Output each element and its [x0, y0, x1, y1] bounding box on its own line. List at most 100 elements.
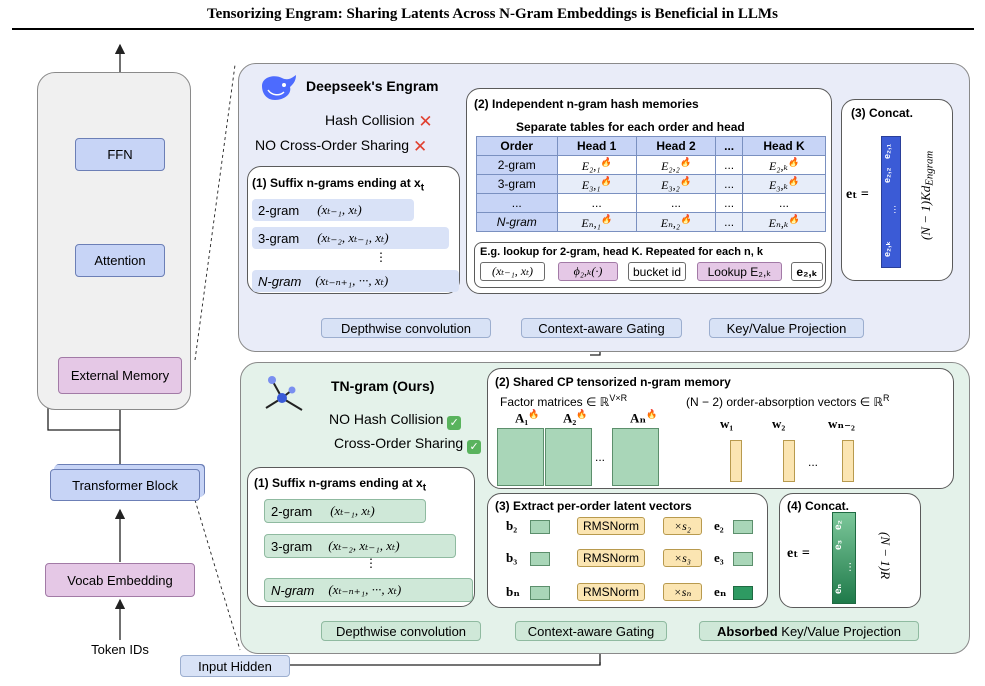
rmsnorm-block: RMSNorm	[577, 517, 645, 535]
vdots: ⋮	[375, 250, 387, 264]
cell-text: E₂,ₖ	[768, 158, 788, 173]
vector-cell: eₙ	[833, 583, 844, 595]
suffix-title-sub: t	[420, 182, 425, 194]
table-cell: ...	[742, 193, 826, 213]
engram-memories-title: (2) Independent n-gram hash memories	[474, 97, 699, 111]
whale-logo-icon	[262, 75, 296, 100]
wvec-label: w₂	[772, 416, 786, 431]
table-cell: E₂,₂🔥	[635, 155, 717, 175]
ngram-label: N-gram	[258, 273, 302, 289]
tngram-concat-title: (4) Concat.	[787, 499, 850, 513]
hash-collision-item: Hash Collision ✕	[325, 112, 433, 132]
cross-order-item: Cross-Order Sharing ✓	[334, 435, 482, 454]
flame-icon: 🔥	[576, 409, 588, 419]
wvec-ellipsis: ...	[808, 455, 819, 469]
cell-text: Eₙ,₁	[581, 215, 601, 230]
e-vector	[733, 520, 753, 534]
no-cross-order-item: NO Cross-Order Sharing ✕	[255, 137, 427, 157]
table-cell: E₃,ₖ🔥	[742, 174, 826, 194]
table-cell: Eₙ,₁🔥	[556, 212, 637, 232]
cross-icon: ✕	[418, 112, 433, 131]
flame-icon: 🔥	[787, 156, 800, 167]
scale-block: ×s₃	[663, 549, 702, 567]
ngram-label: N-gram	[271, 582, 315, 598]
vector-cell: e₂	[833, 520, 844, 531]
vector-cell: e₂,₂	[882, 167, 892, 183]
engram-depthwise-conv: Depthwise convolution	[321, 318, 491, 338]
factor-title-text: Factor matrices ∈ ℝ	[500, 395, 610, 409]
ngram-label: 3-gram	[258, 230, 300, 246]
tables-subtitle: Separate tables for each order and head	[516, 120, 745, 134]
factor-label: Aₙ🔥	[630, 409, 657, 426]
no-hash-item: NO Hash Collision ✓	[329, 411, 462, 430]
b-vector-label: b₃	[506, 550, 518, 565]
rmsnorm-block: RMSNorm	[577, 549, 645, 567]
cell-text: E₃,₂	[661, 177, 680, 192]
factor-matrix	[612, 428, 659, 486]
scale-block: ×s₂	[663, 517, 702, 535]
factor-matrix	[497, 428, 544, 486]
table-row: N-gram Eₙ,₁🔥 Eₙ,₂🔥 ... Eₙ,ₖ🔥	[476, 212, 826, 232]
suffix-title-text: Suffix n-grams ending at x	[270, 176, 421, 190]
kv-bold-text: Absorbed	[716, 623, 778, 639]
order-absorption-vector	[783, 440, 795, 482]
cell-text: Eₙ,ₖ	[768, 215, 789, 230]
table-row: ... ... ... ... ...	[476, 193, 826, 213]
e-vector	[733, 586, 753, 600]
cross-order-text: Cross-Order Sharing	[334, 435, 464, 451]
extract-title: (3) Extract per-order latent vectors	[495, 499, 692, 513]
tngram-suffix-title: (1) Suffix n-grams ending at xt	[254, 476, 426, 493]
ngram-expr: (xₜ₋ₙ₊₁, ···, xₜ)	[328, 582, 402, 597]
e-vector-label: e₃	[714, 550, 724, 565]
engram-gating: Context-aware Gating	[521, 318, 682, 338]
flame-icon: 🔥	[787, 175, 800, 186]
header-cell: Order	[476, 136, 558, 156]
vector-cell: e₃	[833, 539, 844, 551]
table-cell: E₂,ₖ🔥	[742, 155, 826, 175]
factor-ellipsis: ...	[595, 450, 606, 464]
flame-icon: 🔥	[600, 175, 612, 186]
ngram-expr: (xₜ₋₁, xₜ)	[330, 503, 375, 518]
order-absorption-vector	[842, 440, 854, 482]
ngram-expr: (xₜ₋₂, xₜ₋₁, xₜ)	[328, 538, 400, 553]
header-cell: Head 2	[635, 136, 717, 156]
b-vector	[530, 586, 550, 600]
hash-table-header: Order Head 1 Head 2 ... Head K	[476, 136, 826, 156]
lookup-hash-fn: ϕ₂,ₖ(·)	[558, 262, 618, 281]
order-absorption-vector	[730, 440, 742, 482]
factor-title: Factor matrices ∈ ℝV×R	[500, 393, 627, 409]
header-cell: Head K	[742, 136, 826, 156]
check-icon: ✓	[467, 440, 482, 454]
attention-block: Attention	[75, 244, 165, 277]
check-icon: ✓	[447, 416, 462, 430]
token-ids-label: Token IDs	[91, 642, 149, 657]
ngram-label: 3-gram	[271, 538, 313, 554]
b-vector	[530, 520, 550, 534]
table-cell: ...	[715, 193, 744, 213]
transformer-block: Transformer Block	[50, 469, 200, 501]
ngram-expr: (xₜ₋₂, xₜ₋₁, xₜ)	[317, 230, 389, 245]
factor-label: A₂🔥	[563, 409, 588, 426]
tngram-ngram-row: N-gram (xₜ₋ₙ₊₁, ···, xₜ)	[264, 578, 473, 602]
e-vector-label: eₙ	[714, 584, 727, 599]
tngram-et-label: eₜ =	[787, 546, 810, 561]
paper-title: Tensorizing Engram: Sharing Latents Acro…	[207, 6, 778, 22]
order-title-text: (N − 2) order-absorption vectors ∈ ℝ	[686, 395, 884, 409]
suffix-title-sub: t	[422, 482, 427, 494]
ngram-label: 2-gram	[271, 503, 313, 519]
table-cell: E₂,₁🔥	[556, 155, 637, 175]
tensor-network-logo-icon	[265, 376, 303, 411]
vector-cell: e₂,₁	[882, 143, 892, 159]
order-title-sup: R	[883, 393, 890, 403]
tngram-title: TN-gram (Ours)	[331, 378, 435, 394]
cell-text: E₂,₂	[661, 158, 680, 173]
order-title: (N − 2) order-absorption vectors ∈ ℝR	[686, 393, 890, 409]
tngram-concat-vector: eₙ ⋯ e₃ e₂	[832, 512, 856, 604]
table-cell: 3-gram	[476, 174, 558, 194]
table-row: 3-gram E₃,₁🔥 E₃,₂🔥 ... E₃,ₖ🔥	[476, 174, 826, 194]
kv-text: Key/Value Projection	[777, 623, 901, 639]
engram-title: Deepseek's Engram	[306, 78, 439, 94]
cell-text: E₃,ₖ	[768, 177, 788, 192]
no-cross-order-text: NO Cross-Order Sharing	[255, 137, 410, 153]
engram-suffix-title: (1) Suffix n-grams ending at xt	[252, 176, 424, 193]
